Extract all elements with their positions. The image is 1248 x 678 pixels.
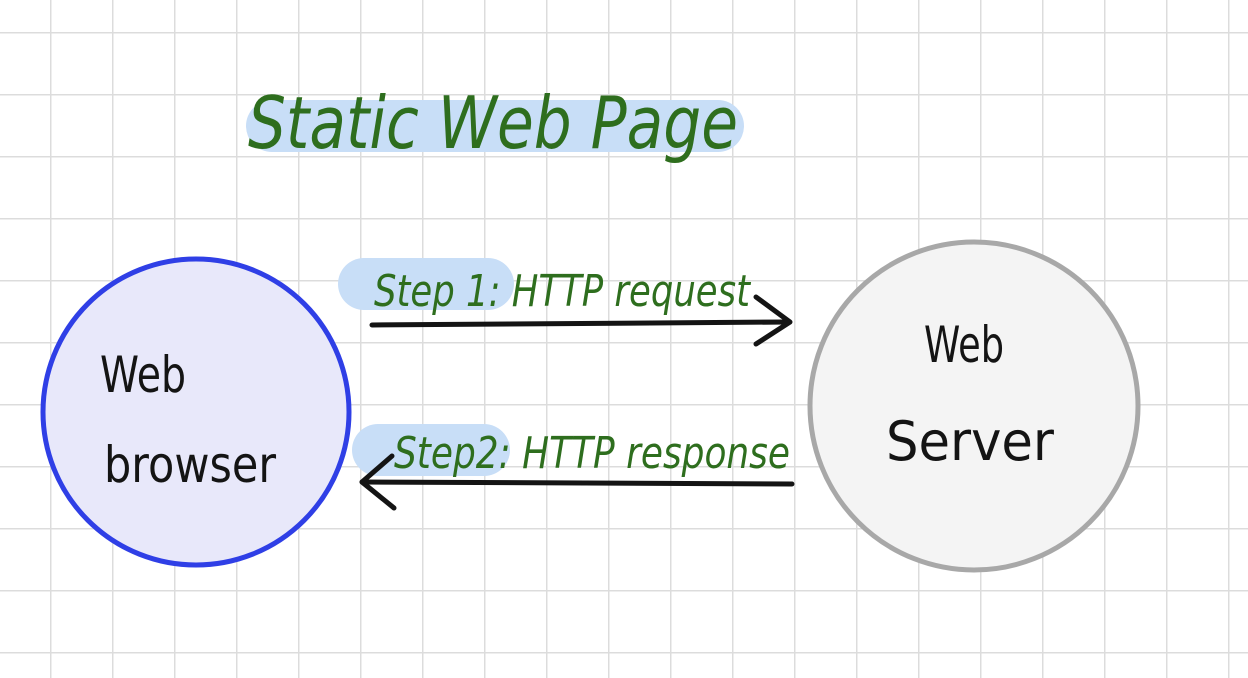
response-arrow-label: Step2: HTTP response (394, 428, 790, 479)
request-label-highlight (338, 258, 514, 310)
web-server-label-line2: Server (886, 410, 1055, 473)
request-arrow-label: Step 1: HTTP request (374, 266, 751, 317)
web-browser-node (40, 256, 352, 568)
diagram-title: Static Web Page (248, 81, 738, 165)
request-arrow (369, 294, 793, 347)
web-server-node (807, 239, 1141, 573)
web-server-label-line1: Web (924, 316, 1004, 374)
response-label-highlight (352, 424, 510, 476)
web-browser-label-line1: Web (100, 346, 186, 404)
web-browser-label-line2: browser (104, 436, 276, 494)
title-highlight (246, 100, 744, 152)
response-arrow (359, 453, 795, 511)
